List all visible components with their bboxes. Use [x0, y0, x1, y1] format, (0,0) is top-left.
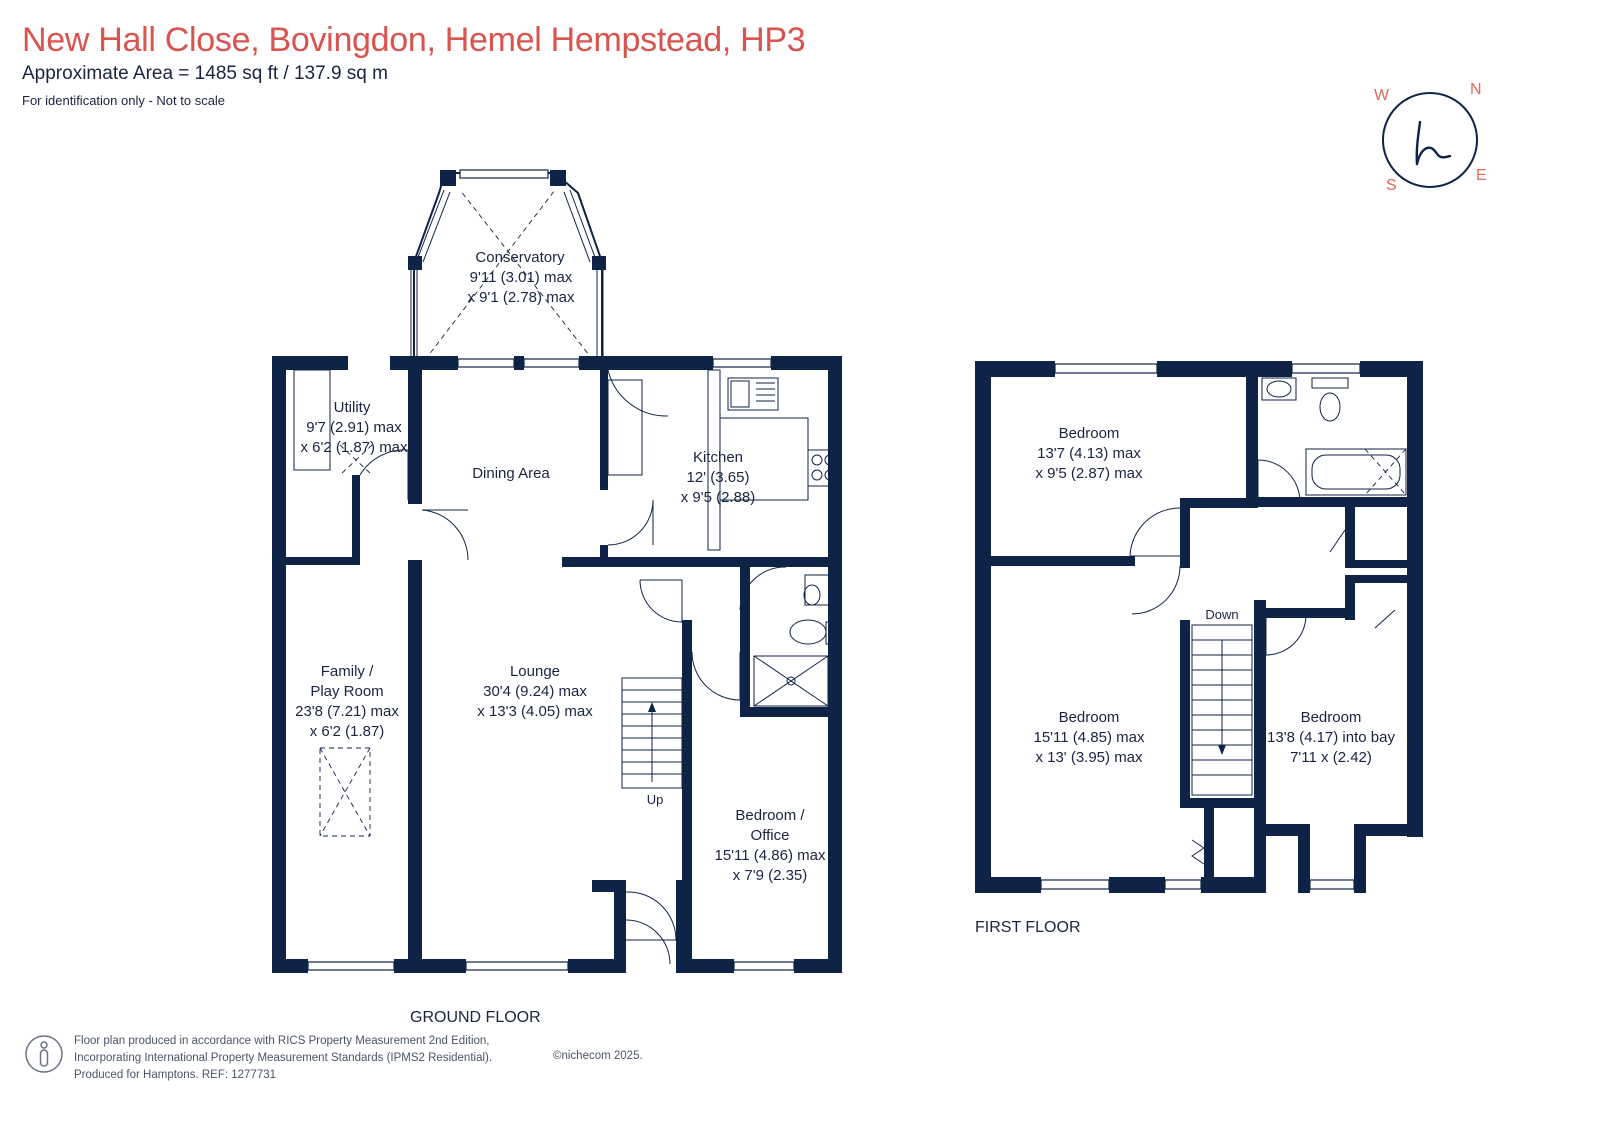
compass-logo: N E S W: [1374, 81, 1487, 194]
office-dim2: x 7'9 (2.35): [733, 867, 808, 884]
compass-e: E: [1476, 167, 1487, 184]
conservatory: [408, 169, 606, 366]
bedroom2-dim2: x 13' (3.95) max: [1035, 749, 1143, 766]
office-label-1: Bedroom /: [735, 807, 805, 824]
first-floor: [975, 361, 1423, 893]
kitchen-label: Kitchen: [693, 449, 743, 466]
kitchen-dim2: x 9'5 (2.88): [681, 489, 756, 506]
conservatory-dim2: x 9'1 (2.78) max: [467, 289, 575, 306]
bedroom1-dim2: x 9'5 (2.87) max: [1035, 465, 1143, 482]
property-title: New Hall Close, Bovingdon, Hemel Hempste…: [22, 21, 806, 59]
footer-line-1: Floor plan produced in accordance with R…: [74, 1035, 490, 1047]
approximate-area: Approximate Area = 1485 sq ft / 137.9 sq…: [22, 63, 388, 85]
lounge-label: Lounge: [510, 663, 560, 680]
first-floor-label: FIRST FLOOR: [975, 919, 1081, 936]
compass-w: W: [1374, 87, 1390, 104]
footer-notes: Floor plan produced in accordance with R…: [74, 1033, 492, 1084]
lounge-dim2: x 13'3 (4.05) max: [477, 703, 593, 720]
kitchen-dim1: 12' (3.65): [687, 469, 750, 486]
copyright: ©nichecom 2025.: [553, 1050, 643, 1062]
compass-n: N: [1470, 81, 1482, 98]
bedroom1-dim1: 13'7 (4.13) max: [1037, 445, 1141, 462]
lounge-dim1: 30'4 (9.24) max: [483, 683, 587, 700]
ground-floor: [272, 169, 842, 973]
header: New Hall Close, Bovingdon, Hemel Hempste…: [22, 21, 806, 109]
utility-label: Utility: [334, 399, 371, 416]
family-label-1: Family /: [321, 663, 374, 680]
compass-s: S: [1386, 177, 1397, 194]
ground-floor-label: GROUND FLOOR: [410, 1009, 541, 1026]
office-dim1: 15'11 (4.86) max: [715, 847, 826, 864]
stairs-down-label: Down: [1205, 607, 1238, 622]
footer-line-2: Incorporating International Property Mea…: [74, 1052, 493, 1064]
utility-dim2: x 6'2 (1.87) max: [300, 439, 408, 456]
identification-note: For identification only - Not to scale: [22, 93, 226, 109]
bedroom1-label: Bedroom: [1059, 425, 1120, 442]
family-dim1: 23'8 (7.21) max: [295, 703, 399, 720]
info-icon: [25, 1035, 63, 1073]
monogram-icon: [1415, 120, 1452, 166]
bedroom3-dim2: 7'11 x (2.42): [1290, 749, 1372, 766]
office-label-2: Office: [751, 827, 790, 844]
bedroom2-dim1: 15'11 (4.85) max: [1034, 729, 1145, 746]
stairs-up-label: Up: [647, 792, 664, 807]
dining-label: Dining Area: [472, 465, 550, 482]
compass-ring: [1382, 92, 1478, 188]
footer-line-3: Produced for Hamptons. REF: 1277731: [74, 1069, 277, 1081]
conservatory-label: Conservatory: [475, 249, 565, 266]
conservatory-dim1: 9'11 (3.01) max: [470, 269, 573, 286]
family-dim2: x 6'2 (1.87): [310, 723, 385, 740]
bedroom3-label: Bedroom: [1301, 709, 1362, 726]
utility-dim1: 9'7 (2.91) max: [306, 419, 402, 436]
bedroom3-dim1: 13'8 (4.17) into bay: [1267, 729, 1395, 746]
family-label-2: Play Room: [310, 683, 383, 700]
bedroom2-label: Bedroom: [1059, 709, 1120, 726]
